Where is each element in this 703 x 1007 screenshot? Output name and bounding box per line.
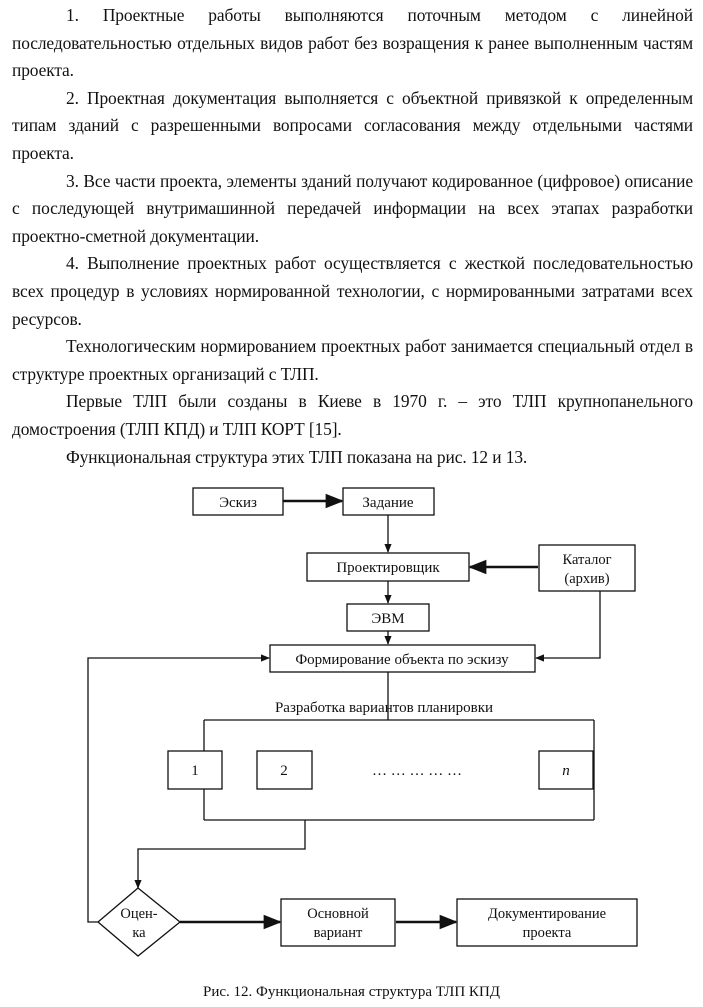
box-documenting-label-2: проекта bbox=[523, 925, 572, 941]
box-variant-2: 2 bbox=[256, 750, 313, 790]
box-task: Задание bbox=[342, 487, 435, 516]
box-computer: ЭВМ bbox=[346, 603, 430, 632]
box-forming: Формирование объекта по эскизу bbox=[269, 644, 536, 673]
box-sketch: Эскиз bbox=[192, 487, 284, 516]
paragraph-5: Технологическим нормированием проектных … bbox=[12, 336, 693, 384]
paragraph-4: 4. Выполнение проектных работ осуществля… bbox=[12, 253, 693, 329]
figure-caption: Рис. 12. Функциональная структура ТЛП КП… bbox=[202, 984, 501, 1000]
box-documenting-label-1: Документирование bbox=[488, 906, 606, 922]
variants-title: Разработка вариантов планировки bbox=[275, 700, 493, 716]
box-main-variant: Основной вариант bbox=[280, 898, 396, 947]
box-variant-1: 1 bbox=[167, 750, 223, 790]
box-catalog-label-2: (архив) bbox=[564, 571, 609, 587]
box-main-variant-label-2: вариант bbox=[314, 925, 363, 941]
box-variant-n-label: n bbox=[562, 763, 570, 779]
connectors bbox=[87, 493, 601, 930]
box-variant-2-label: 2 bbox=[280, 763, 288, 779]
paragraph-6: Первые ТЛП были созданы в Киеве в 1970 г… bbox=[12, 391, 693, 439]
box-designer: Проектировщик bbox=[306, 552, 470, 582]
box-task-label: Задание bbox=[362, 495, 414, 511]
box-sketch-label: Эскиз bbox=[219, 495, 257, 511]
diamond-evaluation: Оцен- ка bbox=[96, 887, 182, 957]
box-documenting: Документирование проекта bbox=[456, 898, 638, 947]
paragraph-3: 3. Все части проекта, элементы зданий по… bbox=[12, 170, 693, 246]
box-catalog: Каталог (архив) bbox=[538, 544, 636, 592]
paragraph-1: 1. Проектные работы выполняются поточным… bbox=[12, 5, 693, 81]
box-catalog-label-1: Каталог bbox=[562, 552, 611, 568]
diamond-evaluation-label-1: Оцен- bbox=[120, 906, 157, 922]
body-text: 1. Проектные работы выполняются поточным… bbox=[12, 2, 693, 471]
box-variant-1-label: 1 bbox=[191, 763, 199, 779]
box-designer-label: Проектировщик bbox=[336, 560, 440, 576]
box-forming-label: Формирование объекта по эскизу bbox=[295, 652, 509, 668]
box-main-variant-label-1: Основной bbox=[307, 906, 369, 922]
paragraph-2: 2. Проектная документация выполняется с … bbox=[12, 87, 693, 163]
variants-ellipsis: … … … … … bbox=[372, 763, 462, 779]
box-computer-label: ЭВМ bbox=[371, 611, 404, 627]
paragraph-7: Функциональная структура этих ТЛП показа… bbox=[66, 446, 528, 467]
diamond-evaluation-label-2: ка bbox=[132, 925, 146, 941]
box-variant-n: n bbox=[538, 750, 594, 790]
